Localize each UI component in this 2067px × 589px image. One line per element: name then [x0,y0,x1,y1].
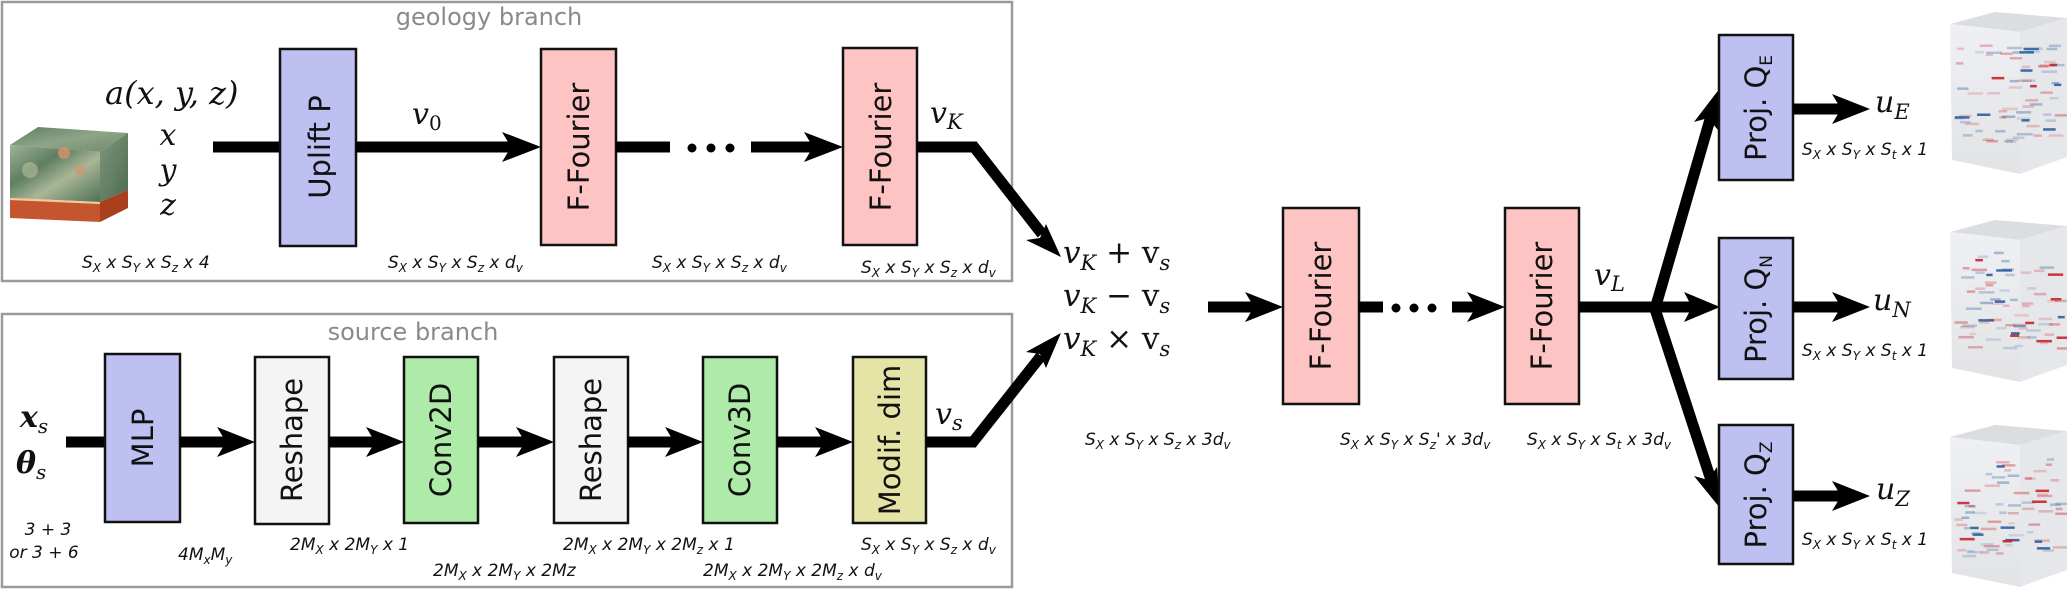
geology-branch-box [0,0,1014,283]
conv3d-label: Conv3D [723,383,757,497]
arrowhead [516,427,554,457]
source-input-dims-1: 3 + 3 [25,520,72,540]
ffourier-label: F-Fourier [1304,242,1338,371]
proj-qe-block[interactable]: Proj. QE [1717,33,1795,182]
coord-z-label: z [159,188,176,223]
arrowhead [217,427,255,457]
proj-qn-label: Proj. QN [1739,255,1777,363]
proj-qz-label: Proj. QZ [1739,442,1777,549]
proj-z-dims: SX x SY x St x 1 [1802,530,1928,552]
conv2d-label: Conv2D [424,383,458,497]
fusion-difference: vK − vs [1063,278,1170,318]
reshape-1-block[interactable]: Reshape [253,355,331,526]
geology-model-cube-image [10,127,128,222]
source-position-input: xs [19,400,48,438]
arrowhead [1694,467,1720,508]
arrowhead [815,427,853,457]
coord-x-label: x [160,118,177,153]
ffourier-label: F-Fourier [562,83,596,212]
arrow-vL-to-proj-z [1649,307,1717,482]
arrowhead [1832,481,1870,511]
source-angle-input: θs [16,446,46,484]
vs-label: vs [935,397,963,435]
seismic-cube-z [1950,425,2067,587]
geology-branch-title: geology branch [396,3,583,31]
mlp-label: MLP [126,409,160,468]
reshape-label: Reshape [275,378,309,502]
geology-branch-group: geology branch a(x, y, z) x y z SX x SY … [0,0,1014,283]
seismic-cube-east [1950,12,2067,174]
ffourier-fused-L-block[interactable]: F-Fourier [1503,206,1581,406]
seismic-output-cubes [1950,12,2067,587]
uZ-label: uZ [1876,472,1910,511]
v0-label: v0 [412,97,442,135]
arrowhead [1245,292,1283,322]
source-branch-group: source branch xs θs 3 + 3 or 3 + 6 MLP 4… [0,312,1014,589]
coord-y-label: y [158,153,178,188]
ffourier-geology-k-block[interactable]: F-Fourier [841,46,919,247]
uE-label: uE [1875,85,1910,124]
ffourier-label: F-Fourier [864,83,898,212]
uN-label: uN [1873,283,1911,322]
fusion-sum: vK + vs [1063,235,1170,275]
reshape-label: Reshape [574,378,608,502]
mlp-block[interactable]: MLP [103,352,182,524]
proj-n-dims: SX x SY x St x 1 [1802,341,1928,363]
mlp-output-dims: 4MxMy [178,545,233,567]
source-branch-box [0,312,1014,589]
vL-dims: SX x SY x St x 3dv [1527,430,1672,452]
proj-qz-block[interactable]: Proj. QZ [1717,423,1795,566]
fusion-product: vK × vs [1063,321,1170,361]
arrow-vL-to-proj-e [1649,114,1717,311]
ellipsis-dots [1391,303,1437,313]
modif-output-dims: SX x SY x Sz x dv [861,535,997,557]
ffourier-fused-1-block[interactable]: F-Fourier [1281,206,1361,406]
conv2d-block[interactable]: Conv2D [402,355,480,525]
geology-input-dims: SX x SY x Sz x 4 [82,253,210,275]
conv3d-block[interactable]: Conv3D [701,355,779,525]
input-function-label: a(x, y, z) [105,74,238,112]
arrow-vs-to-fusion [926,352,1046,448]
fusion-dims: SX x SY x Sz x 3dv [1085,430,1232,452]
seismic-cube-north [1950,220,2067,382]
arrowhead [1832,94,1870,124]
uplift-p-block[interactable]: Uplift P [278,47,358,248]
uplift-p-label: Uplift P [303,95,337,199]
conv2d-output-dims: 2MX x 2MY x 2Mz [433,561,577,583]
arrow-vK-to-fusion [917,141,1047,238]
vK-dims: SX x SY x Sz x dv [861,258,997,280]
ffourier-fused-dims: SX x SY x Sz' x 3dv [1340,430,1491,452]
source-input-dims-2: or 3 + 6 [9,543,79,563]
reshape2-output-dims: 2MX x 2MY x 2Mz x 1 [563,535,735,557]
arrowhead [1684,292,1720,322]
vK-label: vK [930,96,964,134]
arrowhead [1026,333,1061,368]
arrowhead [1026,224,1061,257]
fusion-expressions: vK + vs vK − vs vK × vs [1063,235,1170,361]
proj-qe-label: Proj. QE [1739,55,1777,161]
arrowhead [665,427,703,457]
arrowhead [1694,88,1720,130]
conv3d-output-dims: 2MX x 2MY x 2Mz x dv [703,561,883,583]
proj-e-dims: SX x SY x St x 1 [1802,140,1928,162]
reshape-2-block[interactable]: Reshape [552,355,630,525]
source-branch-title: source branch [328,318,499,346]
modif-dim-block[interactable]: Modif. dim [851,355,928,525]
vL-label: vL [1594,258,1625,296]
ffourier-geology-dims: SX x SY x Sz x dv [652,253,788,275]
reshape1-output-dims: 2MX x 2MY x 1 [290,535,409,557]
uplift-output-dims: SX x SY x Sz x dv [388,253,524,275]
modif-dim-label: Modif. dim [873,365,907,515]
arrowhead [366,427,404,457]
arrowhead [502,132,541,162]
ffourier-label: F-Fourier [1525,242,1559,371]
arrowhead [1467,292,1505,322]
ffourier-geology-1-block[interactable]: F-Fourier [539,47,618,247]
arrowhead [804,132,843,162]
ellipsis-dots [687,143,735,153]
arrowhead [1832,292,1870,322]
proj-qn-block[interactable]: Proj. QN [1717,236,1795,381]
